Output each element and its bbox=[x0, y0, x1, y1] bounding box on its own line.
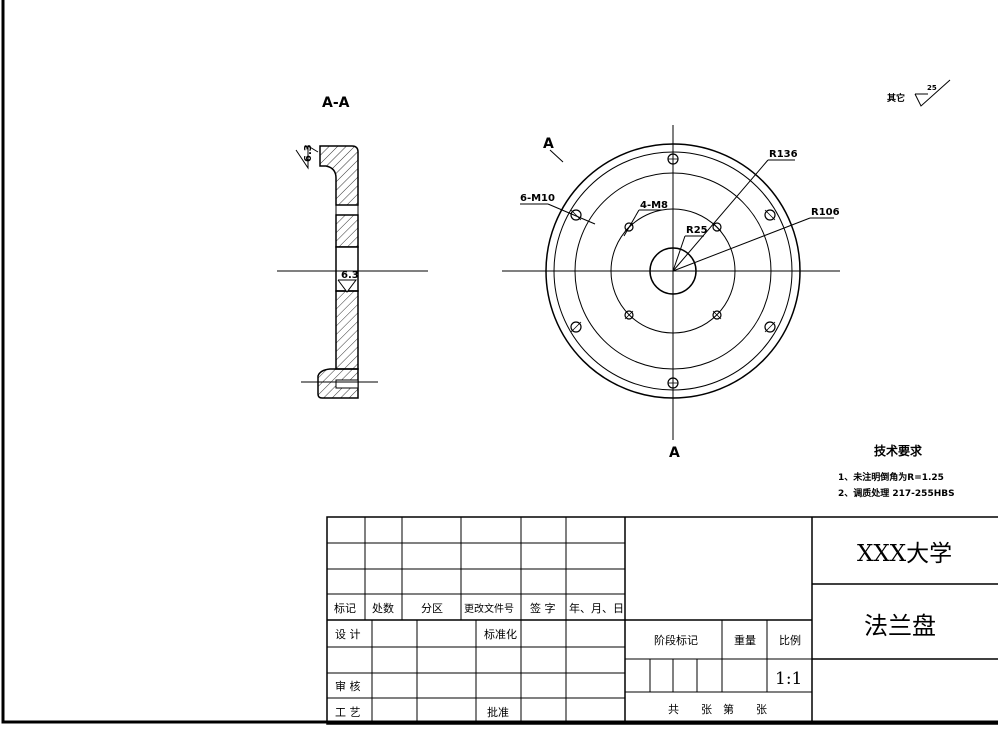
m8-hole bbox=[624, 222, 634, 232]
tb-part-name: 法兰盘 bbox=[864, 612, 936, 640]
dim-r106: R106 bbox=[811, 207, 840, 218]
section-web-upper bbox=[335, 214, 359, 248]
cut-mark-top-line bbox=[549, 149, 564, 163]
tb-university: XXX大学 bbox=[857, 541, 952, 567]
m10-hole bbox=[570, 321, 582, 333]
m10-holes bbox=[570, 153, 776, 389]
roughness-symbol-bore bbox=[337, 279, 357, 293]
leader-r25 bbox=[672, 235, 686, 272]
tb-header: 分区 bbox=[421, 602, 443, 615]
tb-scale-label: 比例 bbox=[779, 633, 801, 647]
tb-header: 处数 bbox=[372, 602, 394, 615]
cut-mark-top: A bbox=[543, 136, 554, 152]
tb-weight: 重量 bbox=[734, 633, 756, 647]
tb-header: 签 字 bbox=[530, 601, 556, 615]
section-label: A-A bbox=[322, 95, 350, 111]
leader-r106 bbox=[672, 217, 811, 272]
tb-header: 标记 bbox=[334, 601, 356, 615]
cut-mark-bottom: A bbox=[669, 445, 680, 461]
tb-approve: 批准 bbox=[487, 705, 509, 719]
tb-sheets: 共 张 第 张 bbox=[668, 702, 767, 716]
section-view: 6.3 6.3 bbox=[277, 144, 428, 399]
roughness-symbol-left bbox=[295, 145, 319, 170]
roughness-value-left: 6.3 bbox=[303, 144, 314, 162]
dim-r136: R136 bbox=[769, 149, 798, 160]
tb-standard: 标准化 bbox=[484, 627, 517, 641]
m8-hole bbox=[624, 310, 634, 320]
roughness-value-bore: 6.3 bbox=[341, 270, 359, 281]
title-block-text: 标记 处数 分区 更改文件号 签 字 年、月、日 设 计 标准化 审 核 工 艺… bbox=[334, 541, 952, 719]
dim-m10: 6-M10 bbox=[520, 193, 555, 204]
other-finish-value: 25 bbox=[927, 84, 937, 92]
tb-design: 设 计 bbox=[335, 628, 361, 641]
section-hole-band-top bbox=[335, 204, 359, 216]
tb-stage-mark: 阶段标记 bbox=[654, 633, 698, 647]
tb-header: 更改文件号 bbox=[464, 602, 514, 615]
title-block bbox=[326, 516, 998, 725]
tech-req-item: 2、调质处理 217-255HBS bbox=[838, 487, 955, 499]
m10-hole bbox=[764, 321, 776, 333]
dim-r25: R25 bbox=[686, 225, 708, 236]
leader-m10 bbox=[547, 203, 596, 225]
m8-hole bbox=[712, 310, 722, 320]
tb-process: 工 艺 bbox=[335, 706, 361, 719]
section-web-lower bbox=[335, 290, 359, 370]
other-finish-label: 其它 bbox=[887, 92, 905, 104]
front-view: A A 6-M10 4-M8 R136 R106 R25 bbox=[502, 125, 840, 461]
m10-hole bbox=[764, 209, 776, 221]
tb-scale: 1:1 bbox=[775, 669, 802, 689]
tech-req-title: 技术要求 bbox=[874, 443, 923, 458]
m8-hole bbox=[712, 222, 722, 232]
leader-m8 bbox=[623, 209, 640, 237]
other-finish-symbol bbox=[914, 79, 951, 107]
leader-r136 bbox=[672, 159, 769, 272]
tech-req-item: 1、未注明倒角为R=1.25 bbox=[838, 471, 944, 483]
m10-hole bbox=[570, 209, 582, 221]
section-hole-band-bottom bbox=[335, 379, 359, 389]
tb-review: 审 核 bbox=[335, 679, 361, 693]
tb-header: 年、月、日 bbox=[569, 601, 624, 615]
section-top-flange bbox=[319, 145, 359, 206]
dim-m8: 4-M8 bbox=[640, 200, 668, 211]
